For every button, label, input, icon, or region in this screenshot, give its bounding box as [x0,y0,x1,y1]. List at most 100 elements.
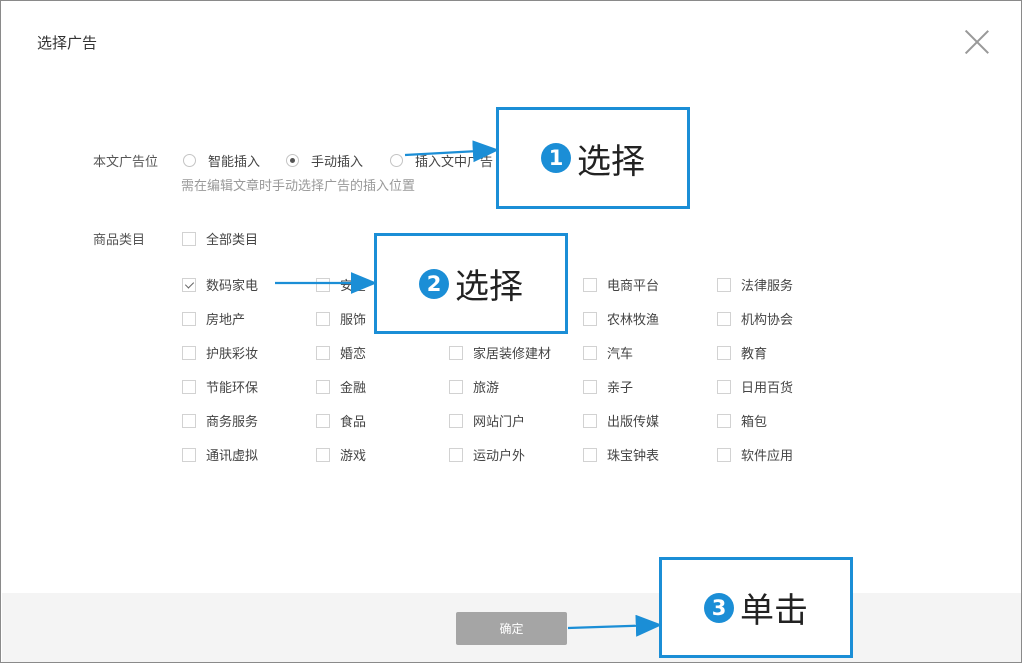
category-checkbox[interactable]: 日用百货 [717,377,793,396]
callout-step-1: 1 选择 [496,107,690,209]
checkbox-label: 机构协会 [741,313,794,328]
category-checkbox[interactable]: 教育 [717,343,767,362]
callout-text: 单击 [740,591,808,631]
radio-label: 插入文中广告 [415,155,494,170]
checkbox-label: 亲子 [607,381,634,396]
checkbox-label: 汽车 [607,347,634,362]
category-checkbox[interactable]: 农林牧渔 [583,309,659,328]
checkbox-icon [717,413,731,428]
radio-smart-insert[interactable]: 智能插入 [183,151,260,170]
radio-label: 智能插入 [208,155,261,170]
checkbox-label: 安全 [340,279,367,294]
checkbox-label: 商务服务 [206,415,259,430]
radio-icon [183,154,196,167]
category-checkbox[interactable]: 婚恋 [316,343,366,362]
checkbox-label: 电商平台 [607,279,660,294]
checkbox-label: 房地产 [206,313,246,328]
radio-checked-icon [286,154,299,167]
callout-step-3: 3 单击 [659,557,853,658]
checkbox-icon [583,311,597,326]
callout-text: 选择 [577,141,645,182]
checkbox-label: 游戏 [340,449,367,464]
checkbox-icon [717,379,731,394]
category-checkbox[interactable]: 亲子 [583,377,633,396]
checkbox-label: 节能环保 [206,381,259,396]
category-checkbox[interactable]: 节能环保 [182,377,258,396]
checkbox-icon [583,413,597,428]
category-checkbox[interactable]: 金融 [316,377,366,396]
category-checkbox[interactable]: 数码家电 [182,275,258,294]
checkbox-icon [717,447,731,462]
checkbox-label: 法律服务 [741,279,794,294]
category-label: 商品类目 [93,233,146,248]
checkbox-label: 服饰 [340,313,367,328]
checkbox-label: 日用百货 [741,381,794,396]
checkbox-icon [182,379,196,394]
category-checkbox[interactable]: 软件应用 [717,445,793,464]
checkbox-icon [316,379,330,394]
checkbox-icon [182,345,196,360]
radio-manual-insert[interactable]: 手动插入 [286,151,363,170]
checkbox-icon [717,277,731,292]
checkbox-icon [316,413,330,428]
checkbox-label: 农林牧渔 [607,313,660,328]
category-checkbox[interactable]: 箱包 [717,411,767,430]
category-checkbox[interactable]: 食品 [316,411,366,430]
category-checkbox[interactable]: 安全 [316,275,366,294]
checkbox-icon [449,379,463,394]
checkbox-label: 箱包 [741,415,768,430]
category-checkbox[interactable]: 电商平台 [583,275,659,294]
confirm-button[interactable]: 确定 [456,612,567,645]
checkbox-icon [717,345,731,360]
category-checkbox[interactable]: 护肤彩妆 [182,343,258,362]
checkbox-label: 运动户外 [473,449,526,464]
checkbox-icon [182,231,196,246]
step-number-badge: 1 [541,143,571,173]
step-number-badge: 3 [704,592,734,623]
radio-in-article[interactable]: 插入文中广告 [390,151,493,170]
checkbox-label: 珠宝钟表 [607,449,660,464]
category-checkbox[interactable]: 出版传媒 [583,411,659,430]
category-checkbox[interactable]: 旅游 [449,377,499,396]
checkbox-icon [182,311,196,326]
checkbox-label: 软件应用 [741,449,794,464]
checkbox-label: 网站门户 [473,415,526,430]
checkbox-label: 旅游 [473,381,500,396]
checkbox-icon [182,447,196,462]
placement-label: 本文广告位 [93,155,159,170]
checkbox-icon [316,447,330,462]
checkbox-icon [316,277,330,292]
category-checkbox[interactable]: 汽车 [583,343,633,362]
category-checkbox[interactable]: 商务服务 [182,411,258,430]
checkbox-label: 食品 [340,415,367,430]
category-checkbox[interactable]: 运动户外 [449,445,525,464]
category-checkbox[interactable]: 珠宝钟表 [583,445,659,464]
category-checkbox[interactable]: 法律服务 [717,275,793,294]
category-checkbox[interactable]: 家居装修建材 [449,343,551,362]
checkbox-icon [449,345,463,360]
checkbox-icon [583,379,597,394]
category-checkbox[interactable]: 服饰 [316,309,366,328]
checkbox-icon [316,311,330,326]
checkbox-checked-icon [182,277,196,292]
checkbox-icon [182,413,196,428]
category-checkbox[interactable]: 机构协会 [717,309,793,328]
radio-icon [390,154,403,167]
checkbox-icon [717,311,731,326]
category-checkbox[interactable]: 通讯虚拟 [182,445,258,464]
checkbox-label: 护肤彩妆 [206,347,259,362]
checkbox-label: 婚恋 [340,347,367,362]
category-checkbox[interactable]: 游戏 [316,445,366,464]
close-icon[interactable] [964,29,990,55]
category-checkbox[interactable]: 房地产 [182,309,245,328]
checkbox-icon [583,447,597,462]
callout-text: 选择 [455,267,523,307]
checkbox-label: 数码家电 [206,279,259,294]
checkbox-label: 通讯虚拟 [206,449,259,464]
checkbox-all-categories[interactable]: 全部类目 [182,229,258,248]
category-checkbox[interactable]: 网站门户 [449,411,525,430]
checkbox-icon [449,447,463,462]
radio-label: 手动插入 [311,155,364,170]
callout-step-2: 2 选择 [374,233,568,334]
checkbox-label: 教育 [741,347,768,362]
